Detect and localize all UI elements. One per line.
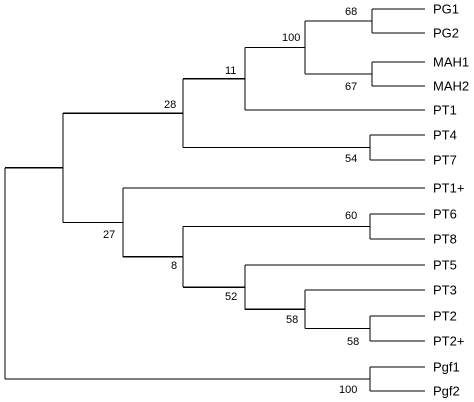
support-value-pt5-pt3-clade: 52 — [225, 291, 237, 303]
support-value-pt3-pt2-clade: 58 — [286, 314, 298, 326]
leaf-label-pt7: PT7 — [433, 153, 457, 168]
support-value-upper-group: 28 — [164, 99, 176, 111]
support-value-pt2-pt2plus-clade: 58 — [347, 336, 359, 348]
leaf-label-pt6: PT6 — [433, 207, 457, 222]
support-value-pt4-pt7-clade: 54 — [345, 153, 357, 165]
support-value-pg-mah-clade: 100 — [282, 32, 300, 44]
leaf-label-pt2: PT2 — [433, 309, 457, 324]
leaf-label-pt1plus: PT1+ — [433, 181, 464, 196]
support-value-pt6-pt8-clade: 60 — [345, 210, 357, 222]
support-value-pt1plus-clade: 27 — [103, 229, 115, 241]
leaf-label-pt4: PT4 — [433, 128, 457, 143]
leaf-label-pt2plus: PT2+ — [433, 334, 464, 349]
tree-branches — [4, 8, 425, 392]
leaf-label-mah2: MAH2 — [433, 79, 469, 94]
leaf-label-pt1: PT1 — [433, 103, 457, 118]
support-value-pg-clade: 68 — [345, 6, 357, 18]
support-value-pg-mah-pt1-clade: 11 — [225, 65, 236, 77]
leaf-label-mah1: MAH1 — [433, 55, 469, 70]
support-value-mah-clade: 67 — [345, 81, 357, 93]
leaf-label-pt5: PT5 — [433, 258, 457, 273]
leaf-label-pg1: PG1 — [433, 2, 459, 17]
leaf-label-pt8: PT8 — [433, 232, 457, 247]
support-value-pgf-clade: 100 — [339, 384, 357, 396]
leaf-label-pt3: PT3 — [433, 283, 457, 298]
leaf-label-pgf2: Pgf2 — [433, 384, 460, 399]
leaf-label-pg2: PG2 — [433, 26, 459, 41]
support-values: 68 67 100 11 54 28 60 58 58 52 8 27 100 — [103, 6, 359, 396]
support-value-pt6-pt5-clade: 8 — [171, 260, 177, 272]
leaf-label-pgf1: Pgf1 — [433, 360, 460, 375]
